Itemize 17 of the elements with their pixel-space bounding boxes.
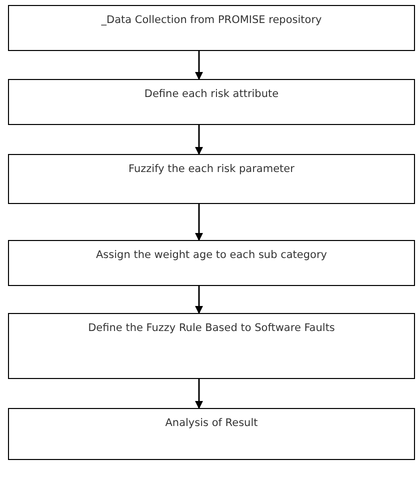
process-box [8, 313, 415, 379]
arrow [195, 379, 203, 409]
process-box [8, 154, 415, 204]
box-label: Assign the weight age to each sub category [95, 249, 328, 261]
box-label: Analysis of Result [164, 417, 259, 429]
process-box [8, 240, 415, 286]
box-label: Define each risk attribute [143, 88, 280, 100]
box-label: Fuzzify the each risk parameter [128, 163, 296, 175]
arrow [195, 204, 203, 241]
arrow [195, 51, 203, 80]
process-box [8, 79, 415, 125]
process-box [8, 5, 415, 51]
box-label: Define the Fuzzy Rule Based to Software Faults [87, 322, 336, 334]
process-box [8, 408, 415, 460]
arrow [195, 125, 203, 155]
box-label: _Data Collection from PROMISE repository [100, 14, 323, 26]
arrow [195, 286, 203, 314]
